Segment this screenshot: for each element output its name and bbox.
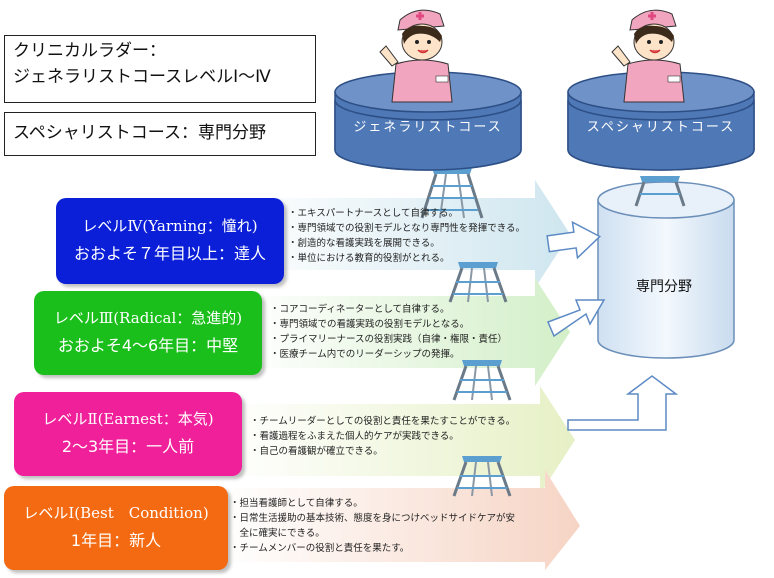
level-i-title: レベルⅠ(Best Condition) xyxy=(23,504,209,522)
ladder-icon-5 xyxy=(634,176,686,207)
list-item: ・日常生活援助の基本技術、態度を身につけベッドサイドケアが安 xyxy=(230,513,516,524)
level-ii-description: ・チームリーダーとしての役割と責任を果たすことができる。 ・看護過程をふまえた個… xyxy=(250,414,515,459)
outline-arrow-iv xyxy=(546,220,602,260)
list-item: ・コアコーディネーターとして自律する。 xyxy=(270,304,450,315)
ladder-icon-1 xyxy=(420,168,484,219)
level-i-subtitle: 1年目：新人 xyxy=(70,531,162,550)
list-item: ・単位における教育的役割がとれる。 xyxy=(288,253,450,264)
legend-ladder-line2: ジェネラリストコースレベルⅠ～Ⅳ xyxy=(13,67,271,87)
list-item: ・医療チーム内でのリーダーシップの発揮。 xyxy=(270,349,460,360)
level-ii-title: レベルⅡ(Earnest：本気) xyxy=(42,410,214,428)
level-iii-box: レベルⅢ(Radical：急進的) おおよそ4～6年目：中堅 xyxy=(34,291,262,375)
specialist-course-label: スペシャリストコース xyxy=(586,120,736,135)
clinical-ladder-legend: クリニカルラダー： ジェネラリストコースレベルⅠ～Ⅳ xyxy=(4,35,316,103)
level-ii-box: レベルⅡ(Earnest：本気) 2～3年目：一人前 xyxy=(14,392,242,476)
ladder-icon-2 xyxy=(448,262,508,303)
list-item: 全に確実にできる。 xyxy=(230,528,325,539)
specialty-field-label: 専門分野 xyxy=(636,279,692,295)
list-item: ・創造的な看護実践を展開できる。 xyxy=(288,238,440,249)
arrow-level-i xyxy=(222,470,580,570)
level-i-description: ・担当看護師として自律する。 ・日常生活援助の基本技術、態度を身につけベッドサイ… xyxy=(230,496,515,556)
nurse-illustration-right xyxy=(611,9,685,103)
list-item: ・プライマリーナースの役割実践（自律・権限・責任） xyxy=(270,334,508,345)
ladder-icon-3 xyxy=(452,360,512,401)
list-item: ・チームメンバーの役割と責任を果たす。 xyxy=(230,543,410,554)
legend-ladder-line1: クリニカルラダー： xyxy=(13,41,166,61)
list-item: ・チームリーダーとしての役割と責任を果たすことができる。 xyxy=(250,416,516,427)
level-iv-description: ・エキスパートナースとして自律する。 ・専門領域での役割モデルとなり専門性を発揮… xyxy=(288,206,525,266)
specialist-legend: スペシャリストコース：専門分野 xyxy=(4,112,316,156)
level-i-box: レベルⅠ(Best Condition) 1年目：新人 xyxy=(4,486,228,570)
level-iv-subtitle: おおよそ７年目以上：達人 xyxy=(73,244,266,263)
list-item: ・自己の看護観が確立できる。 xyxy=(250,446,383,457)
level-iv-title: レベルⅣ(Yarning：憧れ) xyxy=(82,217,258,235)
list-item: ・担当看護師として自律する。 xyxy=(230,498,363,509)
list-item: ・エキスパートナースとして自律する。 xyxy=(288,208,458,219)
level-ii-subtitle: 2～3年目：一人前 xyxy=(61,437,195,456)
list-item: ・専門領域での役割モデルとなり専門性を発揮できる。 xyxy=(288,223,526,234)
level-iii-subtitle: おおよそ4～6年目：中堅 xyxy=(57,336,239,355)
arrow-level-iv xyxy=(235,180,570,288)
ladder-icon-4 xyxy=(452,456,512,497)
level-iv-box: レベルⅣ(Yarning：憧れ) おおよそ７年目以上：達人 xyxy=(56,198,284,284)
outline-arrow-iii xyxy=(547,299,606,338)
list-item: ・看護過程をふまえた個人的ケアが実践できる。 xyxy=(250,431,459,442)
outline-arrow-ii xyxy=(567,375,679,431)
level-iii-description: ・コアコーディネーターとして自律する。 ・専門領域での看護実践の役割モデルとなる… xyxy=(270,302,507,362)
generalist-course-label: ジェネラリストコース xyxy=(353,120,503,135)
arrow-level-ii xyxy=(225,386,575,494)
legend-specialist: スペシャリストコース：専門分野 xyxy=(13,123,266,143)
arrow-level-iii xyxy=(240,278,570,386)
nurse-illustration-left xyxy=(379,9,453,103)
level-iii-title: レベルⅢ(Radical：急進的) xyxy=(53,309,243,327)
list-item: ・専門領域での看護実践の役割モデルとなる。 xyxy=(270,319,470,330)
specialty-field-cylinder xyxy=(597,181,735,359)
